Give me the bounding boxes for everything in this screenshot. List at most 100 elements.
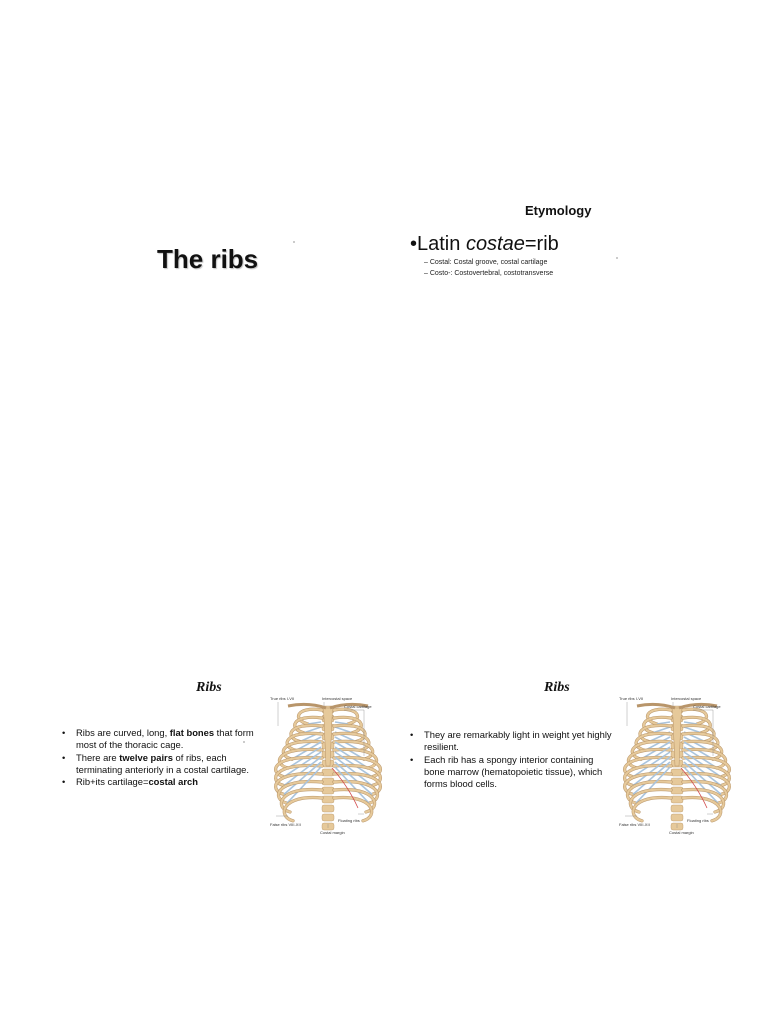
costal-margin-line bbox=[680, 767, 708, 809]
rib bbox=[274, 764, 324, 787]
rib bbox=[627, 748, 673, 770]
bullet-item: Each rib has a spongy interior containin… bbox=[410, 754, 615, 791]
rib bbox=[642, 716, 673, 734]
rib bbox=[282, 795, 324, 823]
bullet-text: Each rib has a spongy interior containin… bbox=[424, 753, 603, 790]
rib bbox=[681, 740, 723, 761]
rib bbox=[631, 740, 673, 761]
figure-label-costal-cartilage: Costal cartilage bbox=[693, 704, 721, 709]
costal-cartilage bbox=[683, 756, 722, 787]
rib bbox=[332, 756, 382, 778]
rib bbox=[332, 724, 367, 743]
rib bbox=[632, 796, 673, 822]
rib bbox=[297, 708, 324, 726]
figure-label-costal-margin: Costal margin bbox=[320, 830, 345, 835]
rib bbox=[274, 756, 324, 778]
vertebra bbox=[670, 813, 684, 822]
costal-cartilage bbox=[632, 761, 671, 796]
figure-label-false-ribs: False ribs VIII-XII bbox=[270, 822, 301, 827]
rib bbox=[681, 764, 731, 787]
bullet-bold-text: costal arch bbox=[148, 776, 198, 788]
etymology-term: costae bbox=[465, 233, 525, 255]
rib bbox=[623, 756, 673, 778]
etymology-sub-costo: – Costo-: Costovertebral, costotransvers… bbox=[424, 270, 554, 277]
rib bbox=[293, 716, 324, 734]
rib bbox=[332, 748, 378, 770]
costal-cartilage bbox=[307, 721, 322, 725]
etymology-sub-costal: – Costal: Costal groove, costal cartilag… bbox=[424, 259, 548, 266]
rib bbox=[646, 708, 673, 726]
slide4-bullet-list: They are remarkably light in weight yet … bbox=[410, 729, 615, 790]
rib bbox=[283, 796, 324, 822]
clavicle bbox=[678, 702, 718, 710]
clavicle bbox=[636, 702, 676, 710]
vertebra bbox=[670, 777, 684, 786]
rib bbox=[332, 740, 374, 761]
slide3-bullet-list: Ribs are curved, long, flat bones that f… bbox=[62, 727, 272, 789]
bullet-text: Rib+its cartilage= bbox=[76, 776, 149, 788]
rib bbox=[635, 732, 673, 752]
etymology-title: Etymology bbox=[525, 203, 592, 218]
slide-title: The ribs bbox=[157, 244, 259, 274]
rib bbox=[681, 748, 727, 770]
rib bbox=[631, 795, 673, 823]
bullet-text: of ribs, each terminating anteriorly in … bbox=[76, 751, 249, 775]
slide4-heading: Ribs bbox=[544, 680, 570, 695]
rib bbox=[681, 796, 722, 822]
costal-margin-line bbox=[331, 767, 359, 809]
etymology-main-bullet: •Latin costae=rib bbox=[410, 233, 559, 256]
bullet-text: They are remarkably light in weight yet … bbox=[424, 729, 612, 753]
costal-cartilage bbox=[334, 766, 370, 804]
bullet-item: There are twelve pairs of ribs, each ter… bbox=[62, 752, 272, 777]
vertebra bbox=[321, 786, 335, 795]
rib bbox=[623, 764, 673, 787]
etymology-suffix: =rib bbox=[524, 233, 559, 255]
costal-cartilage bbox=[334, 721, 349, 725]
figure-label-intercostal: Intercostal space bbox=[671, 696, 702, 701]
costal-cartilage bbox=[632, 756, 671, 787]
rib bbox=[332, 764, 382, 787]
bullet-bold-text: twelve pairs bbox=[119, 751, 173, 763]
vertebra bbox=[321, 795, 335, 804]
vertebra bbox=[321, 804, 335, 813]
bullet-text: There are bbox=[76, 751, 120, 763]
rib bbox=[282, 740, 324, 761]
rib bbox=[681, 756, 731, 778]
figure-label-costal-cartilage: Costal cartilage bbox=[344, 704, 372, 709]
vertebra bbox=[670, 795, 684, 804]
ribcage-illustration bbox=[274, 702, 382, 831]
vertebra bbox=[321, 813, 335, 822]
costal-cartilage bbox=[683, 721, 698, 725]
vertebra bbox=[321, 777, 335, 786]
figure-label-costal-margin: Costal margin bbox=[669, 830, 694, 835]
figure-label-intercostal: Intercostal space bbox=[322, 696, 353, 701]
rib bbox=[681, 708, 708, 726]
costal-cartilage bbox=[683, 761, 722, 796]
rib bbox=[332, 796, 373, 822]
decorative-dot bbox=[293, 241, 295, 243]
rib bbox=[286, 732, 324, 752]
figure-label-floating-ribs: Floating ribs bbox=[687, 818, 709, 823]
clavicle bbox=[329, 702, 369, 710]
decorative-dot bbox=[616, 257, 618, 259]
bullet-text: that form most of the thoracic cage. bbox=[76, 727, 254, 751]
vertebra bbox=[670, 768, 684, 777]
rib bbox=[332, 708, 359, 726]
figure-label-floating-ribs: Floating ribs bbox=[338, 818, 360, 823]
bullet-item: They are remarkably light in weight yet … bbox=[410, 729, 615, 754]
ribcage-illustration bbox=[623, 702, 731, 831]
figure-label-true-ribs: True ribs I-VII bbox=[619, 696, 644, 701]
vertebra bbox=[670, 786, 684, 795]
costal-cartilage bbox=[334, 761, 373, 796]
figure-label-true-ribs: True ribs I-VII bbox=[270, 696, 295, 701]
slide3-heading: Ribs bbox=[196, 680, 222, 695]
clavicle bbox=[287, 702, 327, 710]
costal-cartilage bbox=[286, 766, 322, 804]
figure-label-false-ribs: False ribs VIII-XII bbox=[619, 822, 650, 827]
rib bbox=[628, 787, 673, 814]
etymology-prefix: •Latin bbox=[410, 233, 466, 255]
rib bbox=[681, 724, 716, 743]
rib bbox=[278, 748, 324, 770]
rib bbox=[279, 787, 324, 814]
